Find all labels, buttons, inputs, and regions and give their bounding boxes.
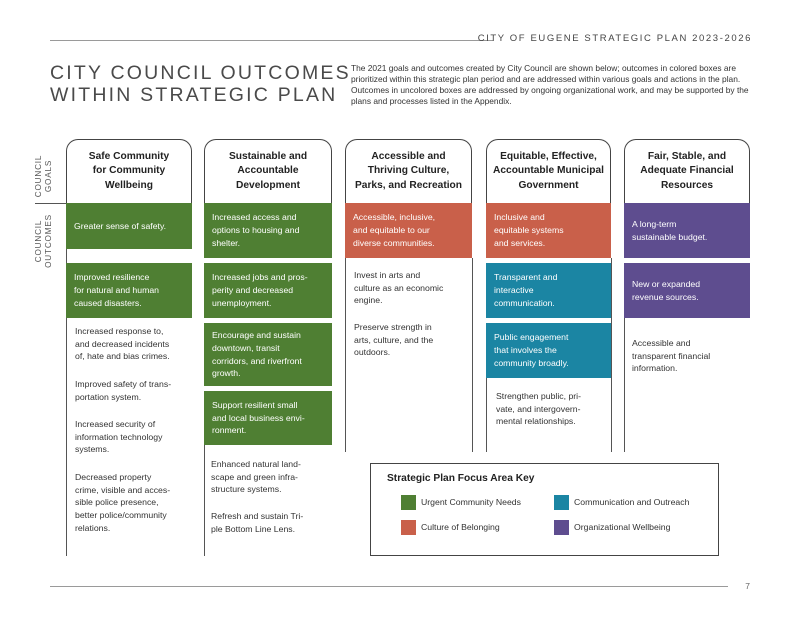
outcome-text: Enhanced natural land- scape and green i…: [211, 459, 301, 495]
outcome-box-purple: A long-term sustainable budget.: [624, 203, 750, 258]
goal-tab-equitable-government: Equitable, Effective, Accountable Munici…: [486, 139, 611, 203]
header-rule: [50, 40, 493, 41]
outcome-text: Refresh and sustain Tri- ple Bottom Line…: [211, 511, 304, 534]
footer-rule: [50, 586, 728, 587]
goal-title: Safe Community for Community Wellbeing: [88, 150, 170, 191]
outcome-box-green: Improved resilience for natural and huma…: [66, 263, 192, 318]
goal-title: Accessible and Thriving Culture, Parks, …: [354, 150, 462, 191]
outcome-box-green: Support resilient small and local busine…: [204, 391, 332, 445]
key-label: Urgent Community Needs: [421, 497, 521, 507]
column-line: [624, 318, 625, 452]
outcome-text: Increased security of information techno…: [75, 419, 163, 455]
swatch-teal: [554, 495, 569, 510]
goal-title: Fair, Stable, and Adequate Financial Res…: [640, 150, 734, 191]
goal-tab-culture-parks: Accessible and Thriving Culture, Parks, …: [345, 139, 472, 203]
outcome-text: Decreased property crime, visible and ac…: [75, 472, 171, 533]
swatch-green: [401, 495, 416, 510]
column-line: [611, 258, 612, 452]
page-number: 7: [745, 581, 750, 591]
council-goals-label: COUNCIL GOALS: [34, 154, 53, 198]
page-title: CITY COUNCIL OUTCOMES WITHIN STRATEGIC P…: [50, 62, 351, 106]
column-line: [204, 445, 205, 556]
outcome-text: Preserve strength in arts, culture, and …: [354, 322, 434, 358]
page-title-line-2: WITHIN STRATEGIC PLAN: [50, 84, 338, 106]
outcome-box-green: Increased jobs and pros- perity and decr…: [204, 263, 332, 318]
goal-tab-safe-community: Safe Community for Community Wellbeing: [66, 139, 192, 203]
key-label: Organizational Wellbeing: [574, 522, 671, 532]
outcome-text: Invest in arts and culture as an economi…: [354, 270, 444, 306]
outcome-text: Accessible and transparent financial inf…: [632, 338, 711, 374]
outcome-box-purple: New or expanded revenue sources.: [624, 263, 750, 318]
key-label: Culture of Belonging: [421, 522, 500, 532]
outcome-box-teal: Public engagement that involves the comm…: [486, 323, 611, 378]
outcome-text: Strengthen public, pri- vate, and interg…: [496, 391, 581, 427]
swatch-purple: [554, 520, 569, 535]
page-title-line-1: CITY COUNCIL OUTCOMES: [50, 62, 351, 84]
key-label: Communication and Outreach: [574, 497, 690, 507]
goal-title: Equitable, Effective, Accountable Munici…: [493, 150, 604, 191]
intro-text: The 2021 goals and outcomes created by C…: [351, 63, 749, 107]
outcome-text: Improved safety of trans- portation syst…: [75, 379, 172, 402]
goal-title: Sustainable and Accountable Development: [228, 150, 308, 191]
column-line: [486, 378, 487, 452]
goal-tab-sustainable-development: Sustainable and Accountable Development: [204, 139, 332, 203]
outcome-box-orange: Inclusive and equitable systems and serv…: [486, 203, 611, 258]
swatch-orange: [401, 520, 416, 535]
goal-tab-financial-resources: Fair, Stable, and Adequate Financial Res…: [624, 139, 750, 203]
focus-area-key: Strategic Plan Focus Area Key Urgent Com…: [370, 463, 719, 556]
key-title: Strategic Plan Focus Area Key: [387, 473, 535, 484]
outcome-box-green: Greater sense of safety.: [66, 203, 192, 249]
outcome-box-orange: Accessible, inclusive, and equitable to …: [345, 203, 472, 258]
outcome-box-green: Increased access and options to housing …: [204, 203, 332, 258]
outcome-text: Increased response to, and decreased inc…: [75, 326, 170, 362]
column-line: [472, 258, 473, 452]
column-line: [66, 318, 67, 556]
side-divider: [35, 203, 67, 204]
header-text: CITY OF EUGENE STRATEGIC PLAN 2023-2026: [477, 33, 752, 44]
council-outcomes-label: COUNCIL OUTCOMES: [34, 214, 53, 268]
column-line: [345, 258, 346, 452]
outcome-box-green: Encourage and sustain downtown, transit …: [204, 323, 332, 386]
outcome-box-teal: Transparent and interactive communicatio…: [486, 263, 611, 318]
